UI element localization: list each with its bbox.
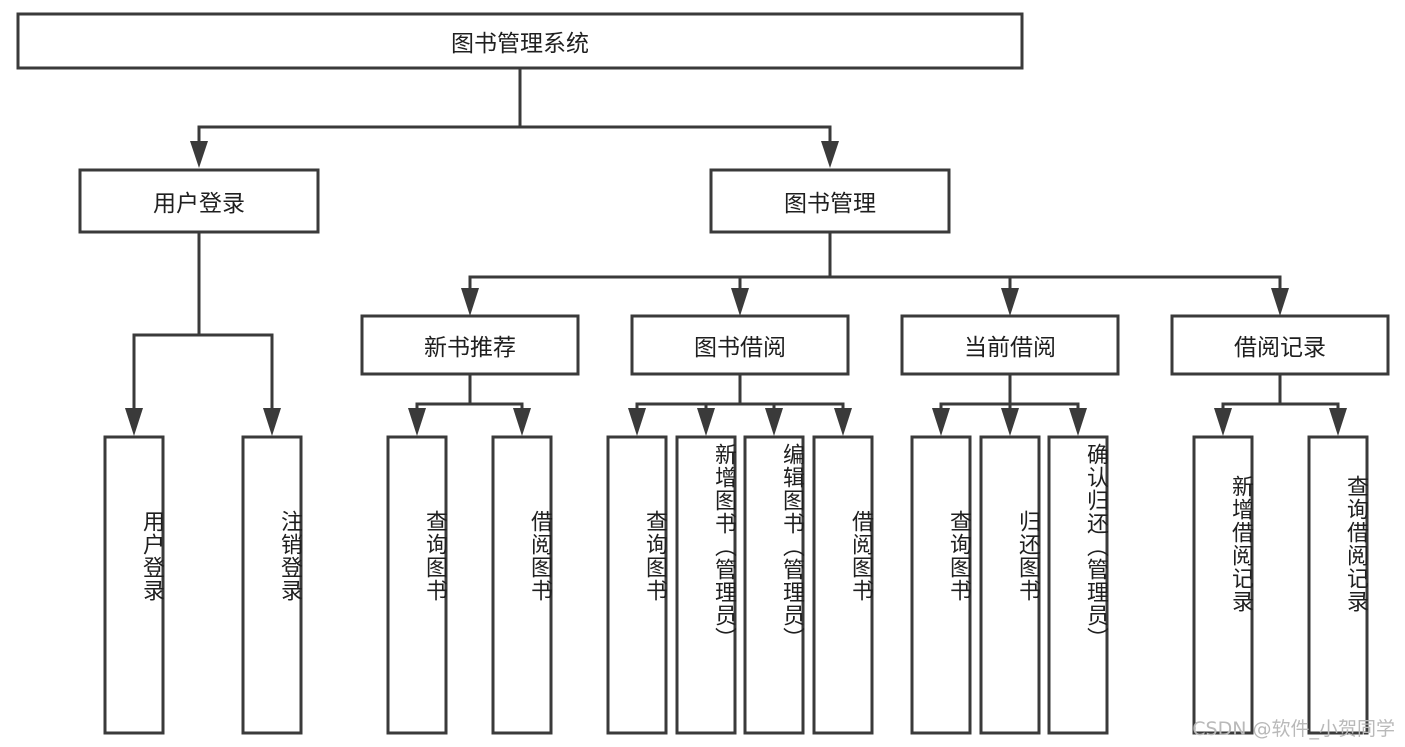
- connector-group-current-borrow: [932, 372, 1087, 436]
- node-root[interactable]: [16, 12, 1024, 70]
- arrow-bb-leaf-2: [697, 408, 715, 436]
- leaf-borrow-record-1[interactable]: [1192, 435, 1254, 735]
- arrow-nb-leaf-1: [408, 408, 426, 436]
- arrow-bm-child-1: [461, 288, 479, 316]
- connector-group-book-borrow: [628, 372, 852, 436]
- connector-group-user-login: [125, 230, 281, 436]
- node-book-borrow[interactable]: [630, 314, 850, 376]
- arrow-bb-leaf-4: [834, 408, 852, 436]
- leaf-current-borrow-2[interactable]: [979, 435, 1041, 735]
- arrow-bm-child-4: [1271, 288, 1289, 316]
- leaf-current-borrow-3[interactable]: [1047, 435, 1109, 735]
- arrow-cb-leaf-3: [1069, 408, 1087, 436]
- connector-group-new-book: [408, 372, 531, 436]
- node-user-login[interactable]: [78, 168, 320, 234]
- arrow-root-to-book: [821, 141, 839, 168]
- arrow-user-leaf-2: [263, 408, 281, 436]
- arrow-cb-leaf-2: [1001, 408, 1019, 436]
- arrow-rec-leaf-1: [1214, 408, 1232, 436]
- arrow-bb-leaf-1: [628, 408, 646, 436]
- arrow-user-leaf-1: [125, 408, 143, 436]
- arrow-bm-child-2: [731, 288, 749, 316]
- leaf-book-borrow-3[interactable]: [743, 435, 805, 735]
- arrow-nb-leaf-2: [513, 408, 531, 436]
- arrow-cb-leaf-1: [932, 408, 950, 436]
- leaf-current-borrow-1[interactable]: [910, 435, 972, 735]
- arrow-bb-leaf-3: [765, 408, 783, 436]
- connector-group-borrow-record: [1214, 372, 1347, 436]
- leaf-new-book-1[interactable]: [386, 435, 448, 735]
- node-new-book-recommend[interactable]: [360, 314, 580, 376]
- leaf-book-borrow-1[interactable]: [606, 435, 668, 735]
- node-current-borrow[interactable]: [900, 314, 1120, 376]
- connector-group-root: [190, 66, 839, 168]
- leaf-book-borrow-2[interactable]: [675, 435, 737, 735]
- leaf-new-book-2[interactable]: [491, 435, 553, 735]
- leaf-borrow-record-2[interactable]: [1307, 435, 1369, 735]
- leaf-book-borrow-4[interactable]: [812, 435, 874, 735]
- leaf-user-login-2[interactable]: [241, 435, 303, 735]
- arrow-root-to-user: [190, 141, 208, 168]
- node-book-manage[interactable]: [709, 168, 951, 234]
- leaf-user-login-1[interactable]: [103, 435, 165, 735]
- node-borrow-record[interactable]: [1170, 314, 1390, 376]
- arrow-rec-leaf-2: [1329, 408, 1347, 436]
- connector-group-book-manage: [461, 230, 1289, 316]
- arrow-bm-child-3: [1001, 288, 1019, 316]
